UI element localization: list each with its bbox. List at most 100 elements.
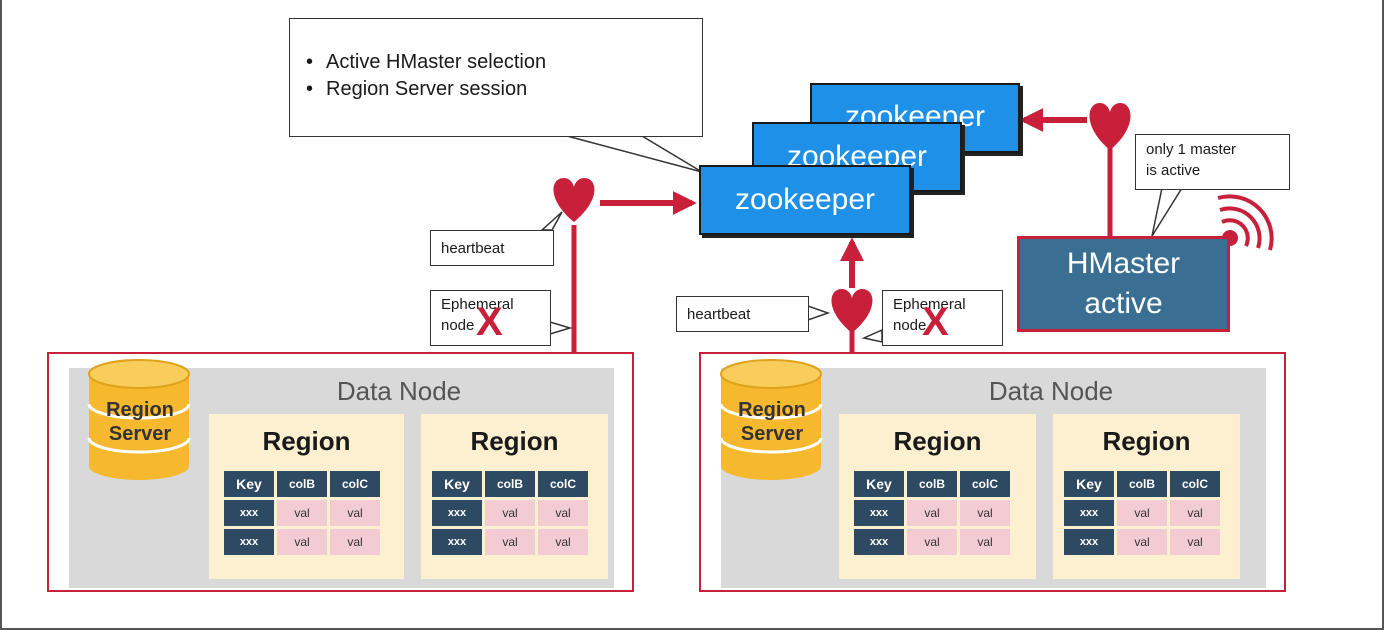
table-value-cell: val (1170, 529, 1220, 555)
zookeeper-label: zookeeper (734, 183, 876, 216)
region-server-label: Region Server (89, 398, 191, 446)
table-header-cell: Key (854, 471, 904, 497)
table-value-cell: val (1117, 529, 1167, 555)
signal-wave-3 (1217, 194, 1274, 251)
region-title: Region (1102, 426, 1191, 456)
data-node-frame: Data Node Region Server Region Key colB … (47, 352, 634, 592)
table-value-cell: val (330, 500, 380, 526)
ephemeral-line: node (893, 317, 927, 334)
table-header-row: Key colB colC (1064, 471, 1220, 497)
table-header-cell: colC (538, 471, 588, 497)
table-value-cell: val (907, 500, 957, 526)
ephemeral-left-tail (549, 320, 573, 336)
table-header-cell: colC (1170, 471, 1220, 497)
table-header-cell: colB (907, 471, 957, 497)
table-value-cell: val (960, 529, 1010, 555)
hmaster-title: HMaster (1066, 247, 1181, 280)
region-panel: Region Key colB colC xxx val val xxx val… (209, 414, 404, 579)
table-row: xxx val val (432, 529, 588, 555)
region-title: Region (470, 426, 559, 456)
table-value-cell: val (538, 500, 588, 526)
region-server-line: Region (738, 399, 806, 421)
table-key-cell: xxx (432, 529, 482, 555)
table-header-cell: colB (1117, 471, 1167, 497)
table-row: xxx val val (1064, 500, 1220, 526)
table-value-cell: val (907, 529, 957, 555)
heartbeat-label: heartbeat (441, 240, 505, 257)
heart-icon-center (831, 289, 873, 333)
region-table: Key colB colC xxx val val xxx val val (1061, 468, 1223, 558)
table-row: xxx val val (224, 529, 380, 555)
table-key-cell: xxx (224, 500, 274, 526)
callout-list: Active HMaster selection Region Server s… (300, 49, 692, 103)
table-row: xxx val val (854, 529, 1010, 555)
region-table: Key colB colC xxx val val xxx val val (429, 468, 591, 558)
table-header-cell: Key (1064, 471, 1114, 497)
table-header-cell: Key (224, 471, 274, 497)
heartbeat-center-tail (807, 304, 831, 322)
ephemeral-center-tail (861, 328, 883, 343)
region-panel: Region Key colB colC xxx val val xxx val… (1053, 414, 1240, 579)
hmaster-status: active (1084, 287, 1163, 320)
signal-wave-1 (1221, 218, 1250, 247)
ephemeral-line: node (441, 317, 475, 334)
callout-main-tail (566, 135, 703, 173)
signal-wave-2 (1219, 206, 1262, 249)
table-header-cell: colB (485, 471, 535, 497)
database-cylinder-icon (719, 359, 823, 480)
table-header-cell: colB (277, 471, 327, 497)
data-node-title: Data Node (336, 376, 462, 406)
table-value-cell: val (277, 529, 327, 555)
table-value-cell: val (330, 529, 380, 555)
table-row: xxx val val (432, 500, 588, 526)
table-key-cell: xxx (432, 500, 482, 526)
table-row: xxx val val (854, 500, 1010, 526)
table-value-cell: val (1117, 500, 1167, 526)
region-server-line: Server (740, 423, 804, 445)
heartbeat-callout-left: heartbeat (430, 230, 554, 266)
ephemeral-callout-left: Ephemeral node (430, 290, 551, 346)
region-server-line: Region (106, 399, 174, 421)
table-value-cell: val (1170, 500, 1220, 526)
region-title: Region (893, 426, 982, 456)
region-title: Region (262, 426, 351, 456)
table-row: xxx val val (1064, 529, 1220, 555)
master-note-line: is active (1146, 162, 1201, 179)
region-table: Key colB colC xxx val val xxx val val (221, 468, 383, 558)
table-value-cell: val (538, 529, 588, 555)
ephemeral-callout-center: Ephemeral node (882, 290, 1003, 346)
table-row: xxx val val (224, 500, 380, 526)
callout-item: Active HMaster selection (300, 49, 692, 76)
database-cylinder-icon (87, 359, 191, 480)
table-header-cell: Key (432, 471, 482, 497)
table-key-cell: xxx (854, 529, 904, 555)
master-note-tail (1151, 187, 1184, 237)
table-value-cell: val (485, 529, 535, 555)
region-panel: Region Key colB colC xxx val val xxx val… (421, 414, 608, 579)
master-note-line: only 1 master (1146, 141, 1237, 158)
x-mark-center: X (922, 300, 949, 344)
hmaster-active-box: HMaster active (1017, 236, 1230, 332)
heartbeat-label: heartbeat (687, 306, 751, 323)
heartbeat-callout-center: heartbeat (676, 296, 809, 332)
ephemeral-line: Ephemeral (893, 296, 966, 313)
table-key-cell: xxx (854, 500, 904, 526)
table-header-cell: colC (960, 471, 1010, 497)
table-value-cell: val (485, 500, 535, 526)
table-key-cell: xxx (1064, 529, 1114, 555)
region-table: Key colB colC xxx val val xxx val val (851, 468, 1013, 558)
region-server-line: Server (108, 423, 172, 445)
data-node-frame: Data Node Region Server Region Key colB … (699, 352, 1286, 592)
table-header-row: Key colB colC (432, 471, 588, 497)
table-header-row: Key colB colC (224, 471, 380, 497)
callout-item: Region Server session (300, 76, 692, 103)
table-header-row: Key colB colC (854, 471, 1010, 497)
x-mark-left: X (476, 300, 503, 344)
table-header-cell: colC (330, 471, 380, 497)
master-note-callout: only 1 master is active (1135, 134, 1290, 190)
data-node-title: Data Node (988, 376, 1114, 406)
heartbeat-left-tail (540, 211, 563, 231)
table-key-cell: xxx (1064, 500, 1114, 526)
ephemeral-line: Ephemeral (441, 296, 514, 313)
